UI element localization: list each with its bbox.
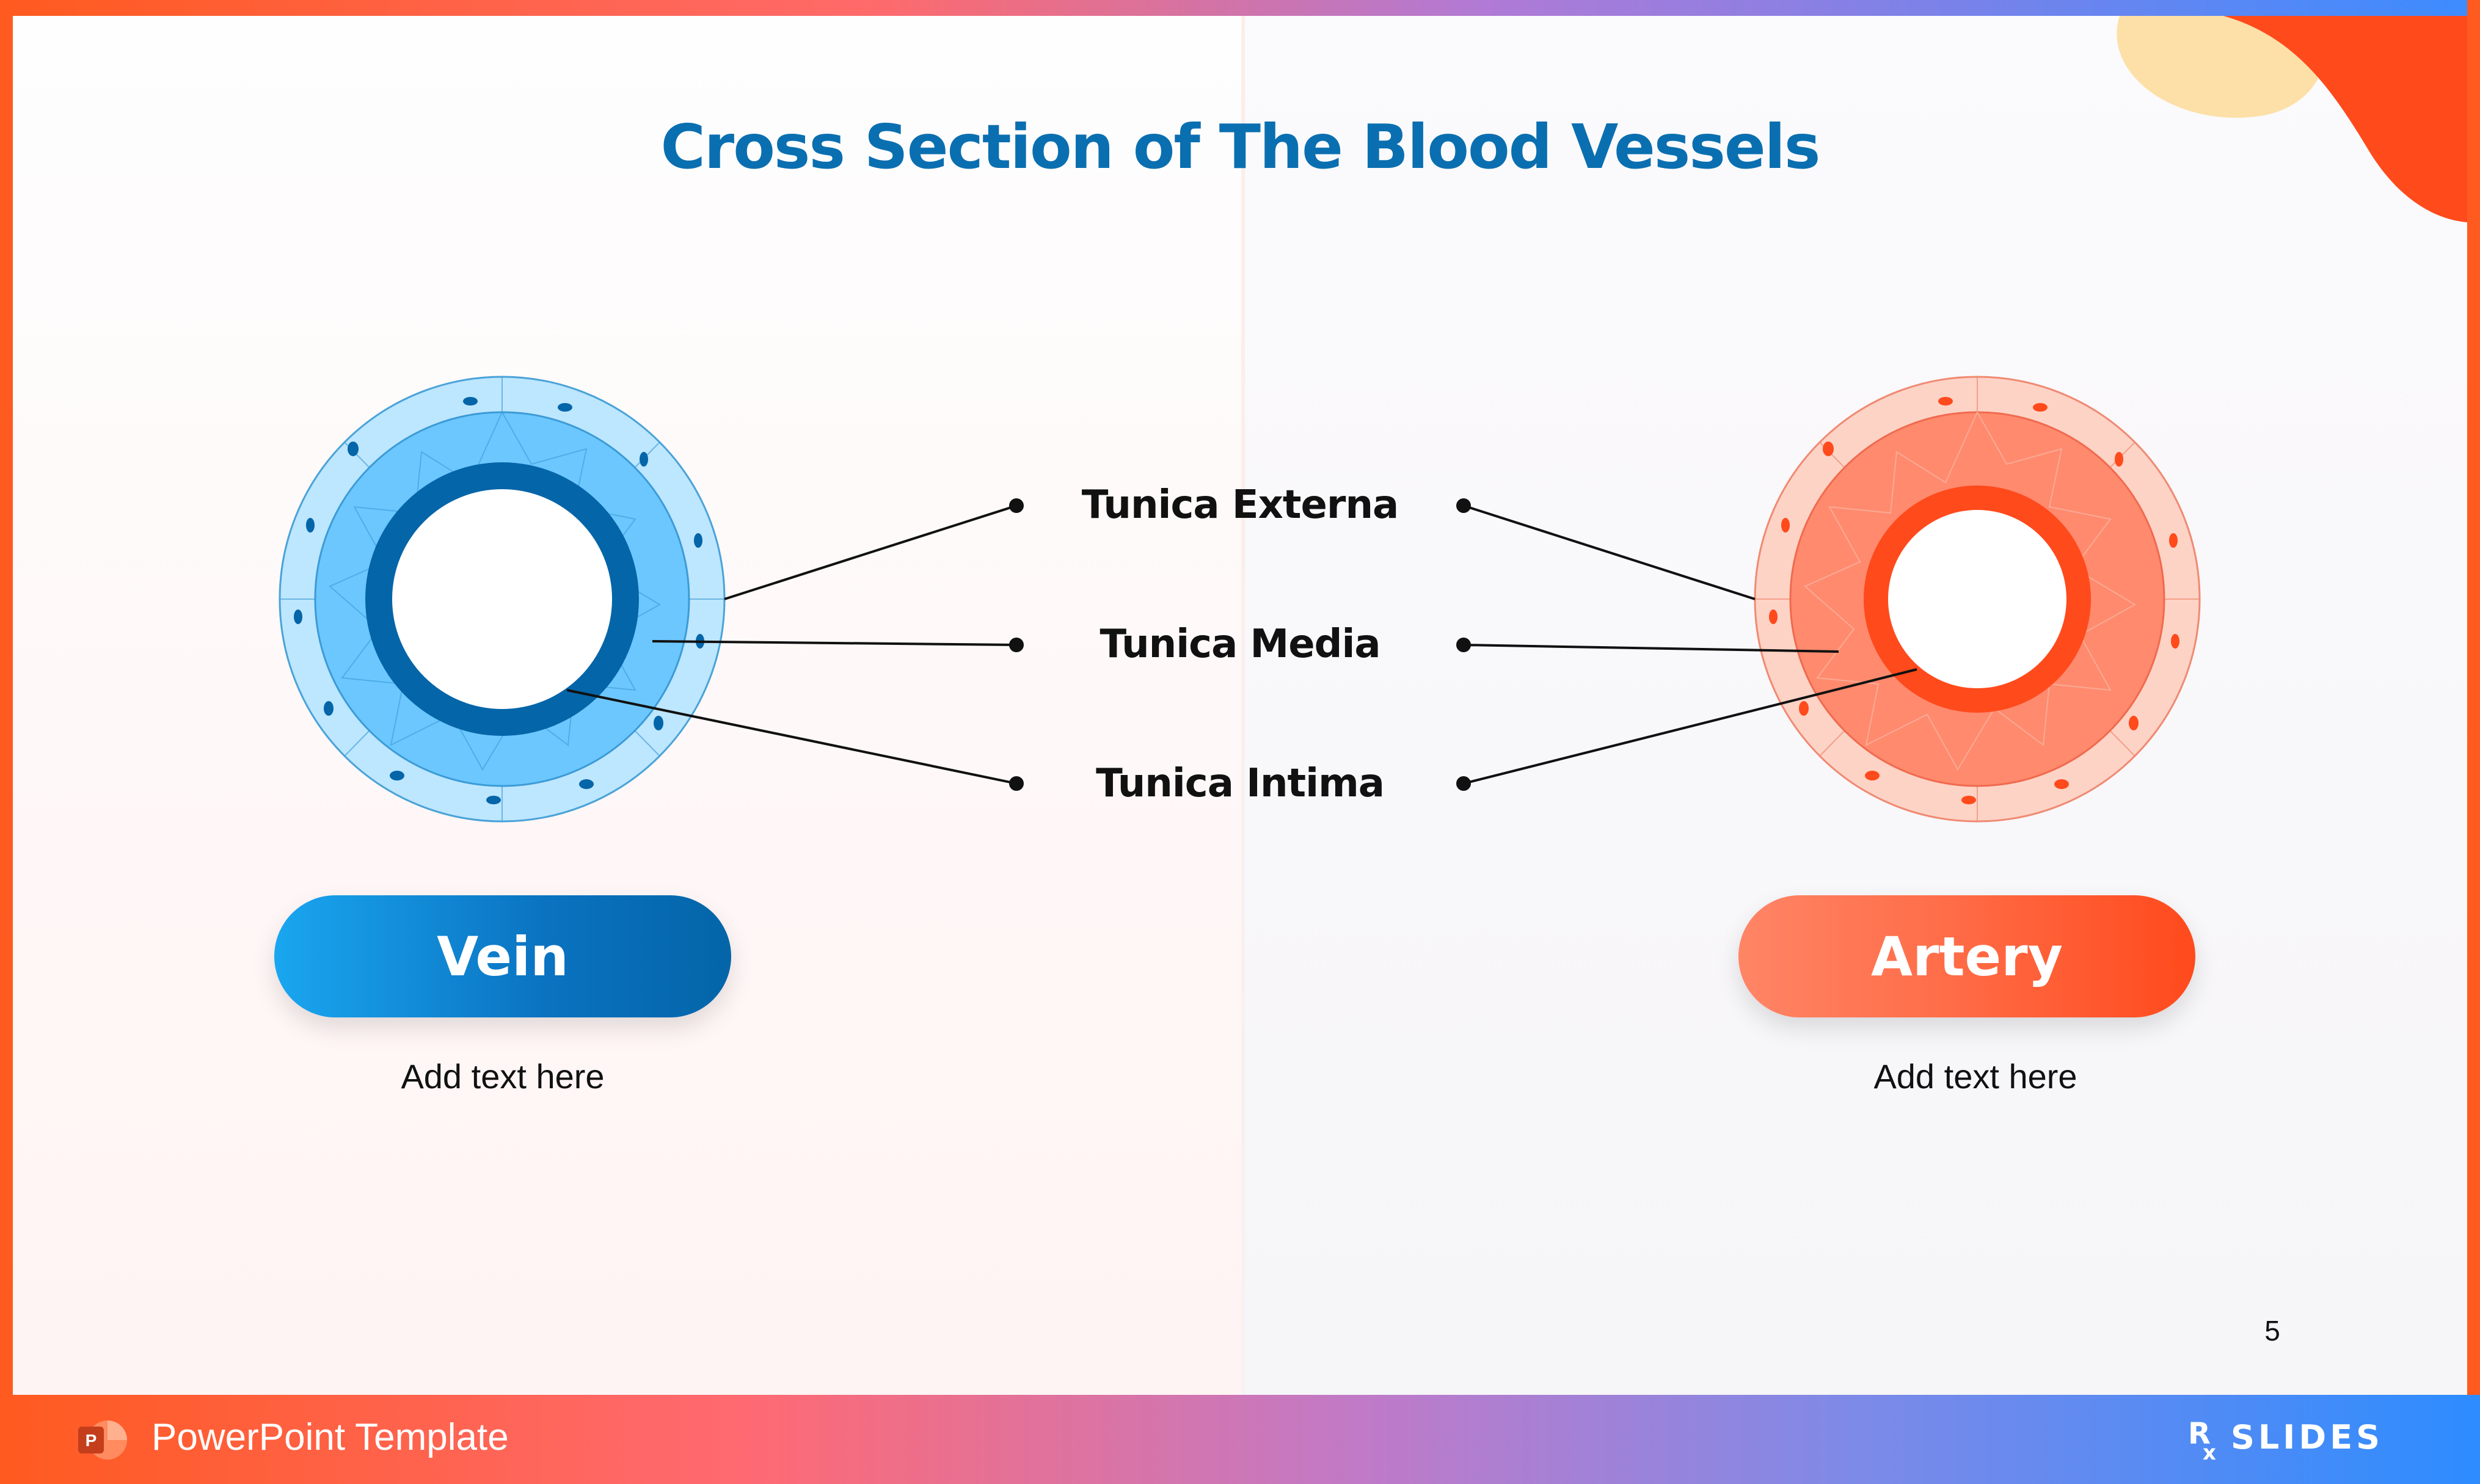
connector-lines [566, 504, 1917, 785]
vein-lumen [392, 489, 612, 709]
artery-label-pill: Artery [1738, 895, 2195, 1017]
label-tunica-media: Tunica Media [1100, 622, 1380, 667]
connector-dots [1009, 498, 1471, 791]
vein-label-pill: Vein [274, 895, 731, 1017]
page-title: Cross Section of The Blood Vessels [660, 111, 1821, 183]
panel-divider [1241, 16, 1245, 1395]
page-number: 5 [2264, 1315, 2280, 1347]
rx-slides-logo: R x SLIDES [2188, 1417, 2383, 1463]
artery-cross-section [1754, 376, 2201, 823]
footer-bar [0, 1395, 2480, 1484]
left-frame [0, 0, 13, 1484]
artery-description[interactable]: Add text here [1873, 1057, 2077, 1096]
footer-label: PowerPoint Template [151, 1416, 509, 1458]
vein-cross-section [279, 376, 726, 823]
vein-description[interactable]: Add text here [401, 1057, 605, 1096]
right-frame [2467, 0, 2480, 1484]
svg-text:SLIDES: SLIDES [2231, 1418, 2383, 1457]
svg-text:R: R [2188, 1417, 2211, 1451]
artery-lumen [1888, 510, 2066, 688]
svg-text:P: P [86, 1431, 97, 1450]
top-frame [0, 0, 2480, 16]
svg-text:x: x [2203, 1441, 2216, 1463]
powerpoint-icon: P [78, 1420, 127, 1460]
label-tunica-externa: Tunica Externa [1081, 482, 1399, 528]
label-tunica-intima: Tunica Intima [1096, 761, 1385, 806]
